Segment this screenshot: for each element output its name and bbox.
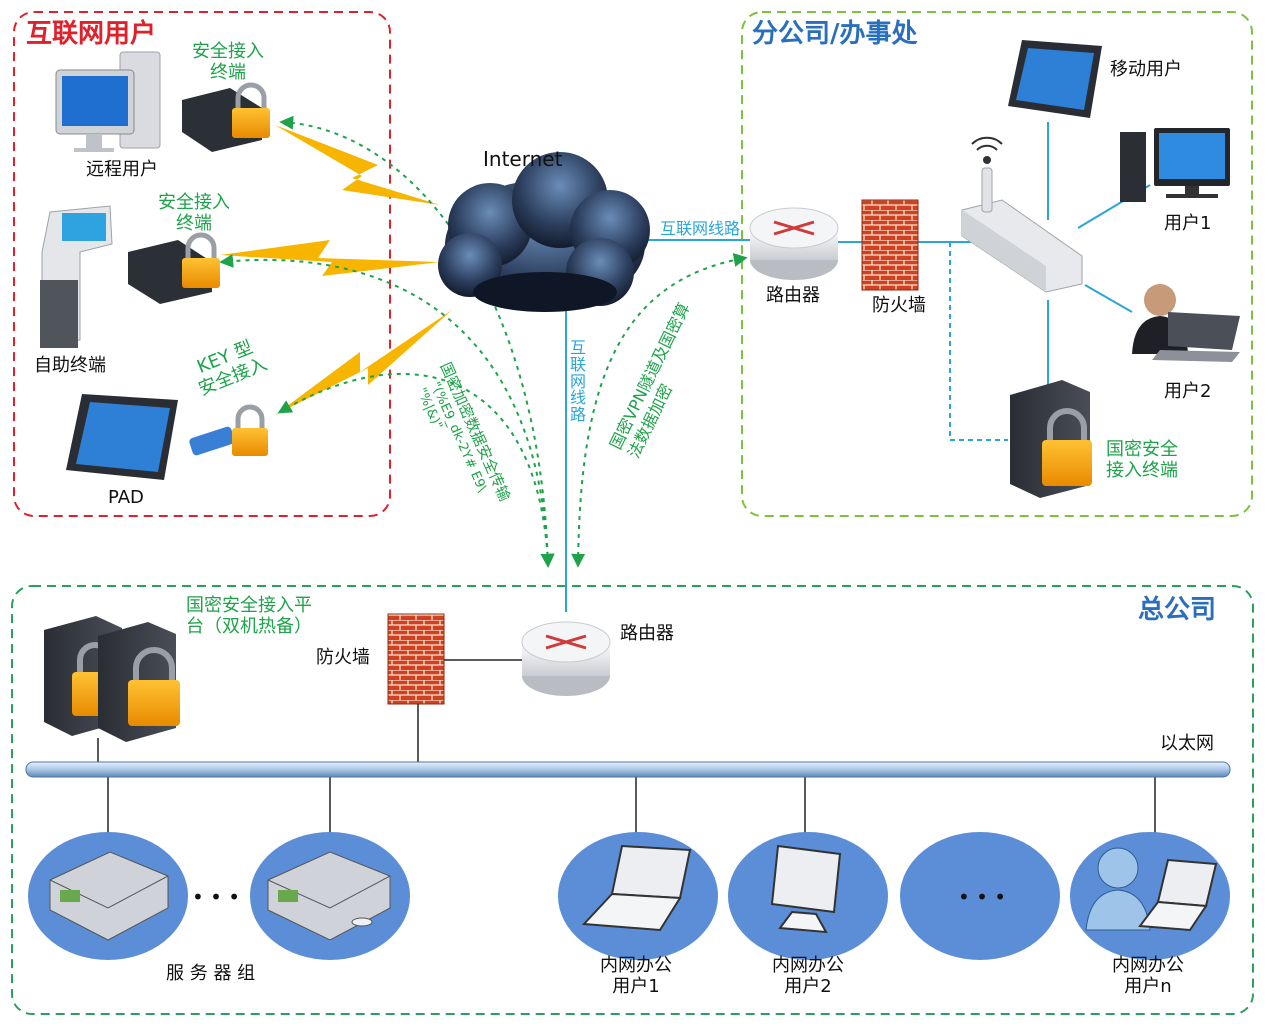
pad-label: PAD: [108, 487, 144, 508]
encrypted-arrow-3: [277, 372, 555, 568]
branch-firewall-icon: [861, 199, 919, 291]
internet-label: Internet: [483, 147, 563, 171]
sm-terminal-label: 国密安全 接入终端: [1106, 439, 1178, 481]
hq-firewall-icon: [387, 613, 445, 705]
user1-desktop-icon: [1120, 128, 1230, 202]
sm-secure-terminal-server-icon: [1010, 380, 1092, 498]
office-user2-label: 内网办公 用户2: [772, 955, 844, 997]
branch-router-icon: [749, 207, 839, 280]
secure-terminal-1-label: 安全接入 终端: [192, 41, 264, 83]
secure-terminal-1-icon: [182, 82, 270, 152]
office-dots-node: [900, 832, 1060, 960]
office-dots: • • •: [958, 885, 1007, 909]
branch-title: 分公司/办事处: [752, 19, 918, 49]
hq-router-icon: [521, 621, 611, 696]
user1-label: 用户1: [1164, 213, 1212, 234]
branch-firewall-label: 防火墙: [872, 295, 926, 316]
ethernet-bus: [25, 761, 1231, 778]
server-group-label: 服 务 器 组: [166, 963, 256, 984]
vpn-tunnel-arrow: [571, 253, 748, 568]
internet-line-hq-label: 互 联 网 线 路: [570, 338, 587, 425]
lightning-bolt-1: [275, 125, 440, 205]
internet-cloud-icon: [438, 152, 650, 312]
kiosk-label: 自助终端: [34, 355, 106, 376]
office-usern-label: 内网办公 用户n: [1112, 955, 1184, 997]
usb-key-lock-icon: [189, 404, 268, 456]
secure-terminal-2-label: 安全接入 终端: [158, 192, 230, 234]
hq-zone: [11, 585, 1254, 1015]
mobile-user-tablet-icon: [1008, 40, 1102, 118]
server-dots: • • •: [192, 885, 241, 909]
branch-router-label: 路由器: [766, 285, 820, 306]
platform-label: 国密安全接入平 台（双机热备）: [186, 595, 312, 637]
server-unit-1-icon: [49, 851, 169, 941]
hq-title: 总公司: [1138, 595, 1217, 625]
user2-person-laptop-icon: [1132, 284, 1240, 362]
hq-firewall-label: 防火墙: [316, 647, 370, 668]
office-user1-label: 内网办公 用户1: [600, 955, 672, 997]
secure-terminal-2-icon: [128, 232, 220, 304]
hq-platform-server-2-icon: [98, 622, 180, 742]
self-service-kiosk-icon: [40, 205, 113, 348]
ethernet-label: 以太网: [1160, 733, 1214, 754]
remote-user-label: 远程用户: [86, 159, 158, 180]
lightning-bolt-2: [220, 240, 440, 276]
server-unit-2-icon: [267, 851, 391, 941]
wireless-switch-icon: [961, 136, 1083, 293]
internet-line-branch-label: 互联网线路: [660, 219, 741, 238]
office-user1-laptop-icon: [581, 844, 692, 932]
office-usern-person-laptop-icon: [1085, 847, 1218, 932]
switch-user2-line: [1084, 284, 1133, 313]
internet-users-zone: [13, 11, 391, 517]
pad-tablet-icon: [66, 394, 178, 480]
remote-user-desktop-icon: [55, 51, 161, 152]
terminal-dashed-link: [949, 242, 1008, 441]
internet-users-title: 互联网用户: [26, 19, 157, 49]
hq-router-label: 路由器: [620, 623, 674, 644]
mobile-user-label: 移动用户: [1110, 59, 1182, 80]
user2-label: 用户2: [1164, 381, 1212, 402]
office-user2-monitor-icon: [770, 844, 842, 934]
